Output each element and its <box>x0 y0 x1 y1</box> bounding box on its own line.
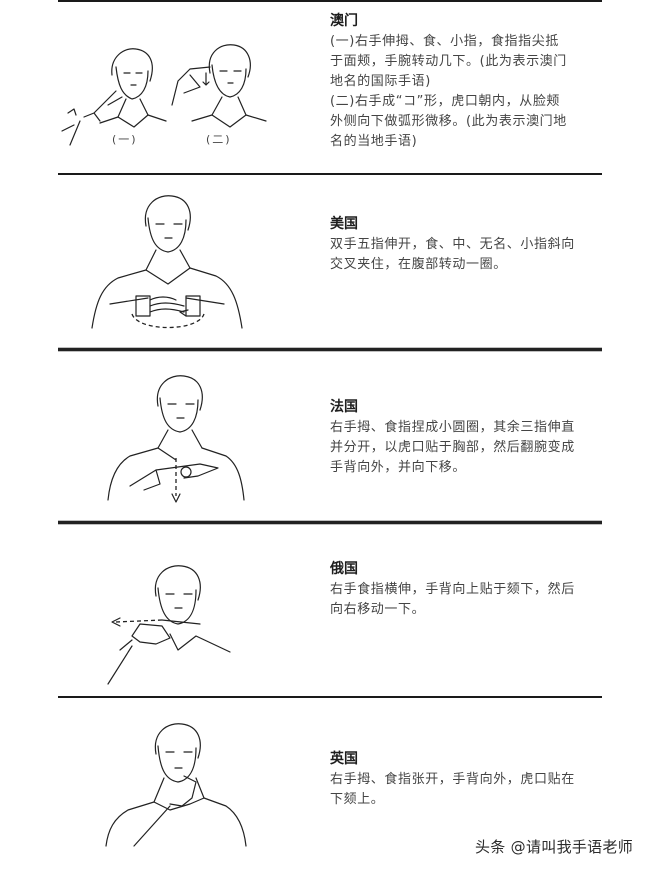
separator-rule <box>58 347 602 352</box>
sign-description-block: 澳门 (一)右手伸拇、食、小指，食指指尖抵 于面颊，手腕转动几下。(此为表示澳门… <box>330 11 605 152</box>
description-line: 并分开，以虎口贴于胸部，然后翻腕变成 <box>330 440 575 455</box>
description-line: 名的当地手语) <box>330 134 418 149</box>
separator-rule <box>58 520 602 525</box>
person-figure-icon <box>105 723 247 847</box>
separator-rule <box>58 173 602 175</box>
separator-rule <box>58 696 602 698</box>
description-line: 右手拇、食指张开，手背向外，虎口贴在 <box>330 772 575 787</box>
person-figure-icon <box>61 44 267 146</box>
sign-title: 法国 <box>330 399 358 415</box>
usa-sign-illustration <box>88 192 248 332</box>
description-line: 手背向外，并向下移。 <box>330 460 467 475</box>
description-line: 右手拇、食指捏成小圆圈，其余三指伸直 <box>330 420 575 435</box>
person-figure-icon <box>107 375 245 503</box>
description-line: (二)右手成“コ”形，虎口朝内，从脸颊 <box>330 94 561 109</box>
top-rule <box>58 0 602 2</box>
sign-description-block: 美国 双手五指伸开，食、中、无名、小指斜向 交叉夹住，在腹部转动一圈。 <box>330 214 605 275</box>
sign-description-block: 法国 右手拇、食指捏成小圆圈，其余三指伸直 并分开，以虎口贴于胸部，然后翻腕变成… <box>330 397 605 478</box>
sign-description-block: 英国 右手拇、食指张开，手背向外，虎口贴在 下颏上。 <box>330 749 605 810</box>
figure-caption: (二) <box>206 133 232 146</box>
description-line: (一)右手伸拇、食、小指，食指指尖抵 <box>330 34 559 49</box>
description-line: 于面颊，手腕转动几下。(此为表示澳门 <box>330 54 567 69</box>
uk-sign-illustration <box>100 718 250 848</box>
person-figure-icon <box>91 195 243 329</box>
russia-sign-illustration <box>100 560 250 685</box>
sign-description-block: 俄国 右手食指横伸，手背向上贴于颏下，然后 向右移动一下。 <box>330 559 605 620</box>
person-figure-icon <box>107 565 231 685</box>
description-line: 双手五指伸开，食、中、无名、小指斜向 <box>330 237 575 252</box>
watermark: 头条 @请叫我手语老师 <box>475 838 634 856</box>
description-line: 地名的国际手语) <box>330 74 431 89</box>
description-line: 交叉夹住，在腹部转动一圈。 <box>330 257 507 272</box>
sign-title: 澳门 <box>330 13 358 29</box>
description-line: 向右移动一下。 <box>330 602 426 617</box>
description-line: 外侧向下做弧形微移。(此为表示澳门地 <box>330 114 567 129</box>
figure-caption: (一) <box>112 133 138 146</box>
description-line: 右手食指横伸，手背向上贴于颏下，然后 <box>330 582 575 597</box>
sign-title: 俄国 <box>330 561 358 577</box>
sign-title: 英国 <box>330 751 358 767</box>
description-line: 下颏上。 <box>330 792 385 807</box>
macau-sign-illustration <box>60 35 267 146</box>
france-sign-illustration <box>100 372 250 507</box>
sign-title: 美国 <box>330 216 358 232</box>
